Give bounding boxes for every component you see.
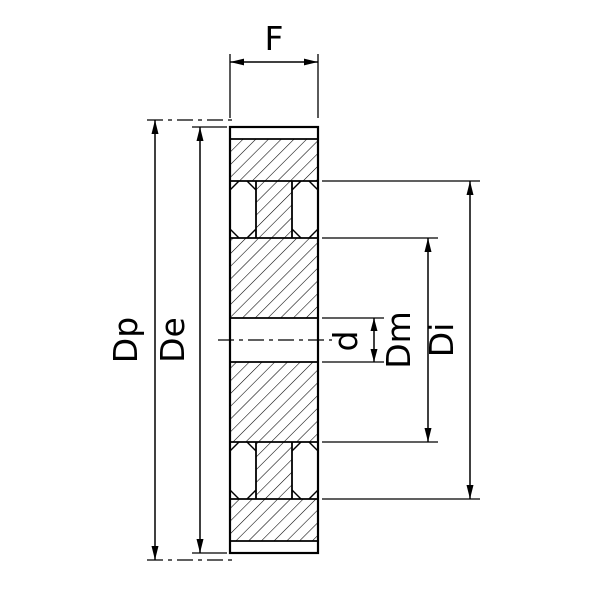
hatch-upper-hub bbox=[230, 238, 318, 318]
label-dp: Dp bbox=[106, 317, 145, 363]
top-pocket-chamfers bbox=[229, 180, 319, 239]
label-di: Di bbox=[422, 323, 461, 358]
dimension-di: Di bbox=[322, 180, 480, 500]
label-d: d bbox=[326, 331, 365, 352]
pulley-cross-section bbox=[218, 125, 332, 555]
dimension-de: De bbox=[153, 126, 227, 554]
arrowhead-f-left bbox=[230, 58, 244, 66]
hatch-bottom-rim bbox=[230, 499, 318, 541]
hatch-regions bbox=[230, 139, 318, 541]
label-de: De bbox=[153, 317, 192, 363]
hatch-top-rim bbox=[230, 139, 318, 181]
arrowhead-dm-top bbox=[424, 238, 432, 252]
dimension-d: d bbox=[322, 317, 384, 363]
hatch-top-web-column bbox=[256, 181, 292, 238]
arrowhead-dm-bottom bbox=[424, 428, 432, 442]
arrowhead-f-right bbox=[304, 58, 318, 66]
arrowhead-dp-top bbox=[151, 120, 159, 134]
arrowhead-de-bottom bbox=[196, 539, 204, 553]
arrowhead-dp-bottom bbox=[151, 546, 159, 560]
dimension-dp: Dp bbox=[106, 119, 237, 561]
label-dm: Dm bbox=[379, 311, 418, 369]
arrowhead-di-bottom bbox=[466, 485, 474, 499]
dimension-f: F bbox=[229, 19, 319, 118]
arrowhead-di-top bbox=[466, 181, 474, 195]
arrowhead-de-top bbox=[196, 127, 204, 141]
part-feature-lines bbox=[230, 138, 318, 542]
bottom-pocket-chamfers bbox=[229, 441, 319, 500]
arrowhead-d-top bbox=[370, 318, 378, 331]
label-f: F bbox=[265, 19, 284, 58]
hatch-lower-hub bbox=[230, 362, 318, 442]
dimension-dm: Dm bbox=[322, 237, 438, 443]
hatch-bottom-web-column bbox=[256, 442, 292, 499]
arrowhead-d-bottom bbox=[370, 349, 378, 362]
